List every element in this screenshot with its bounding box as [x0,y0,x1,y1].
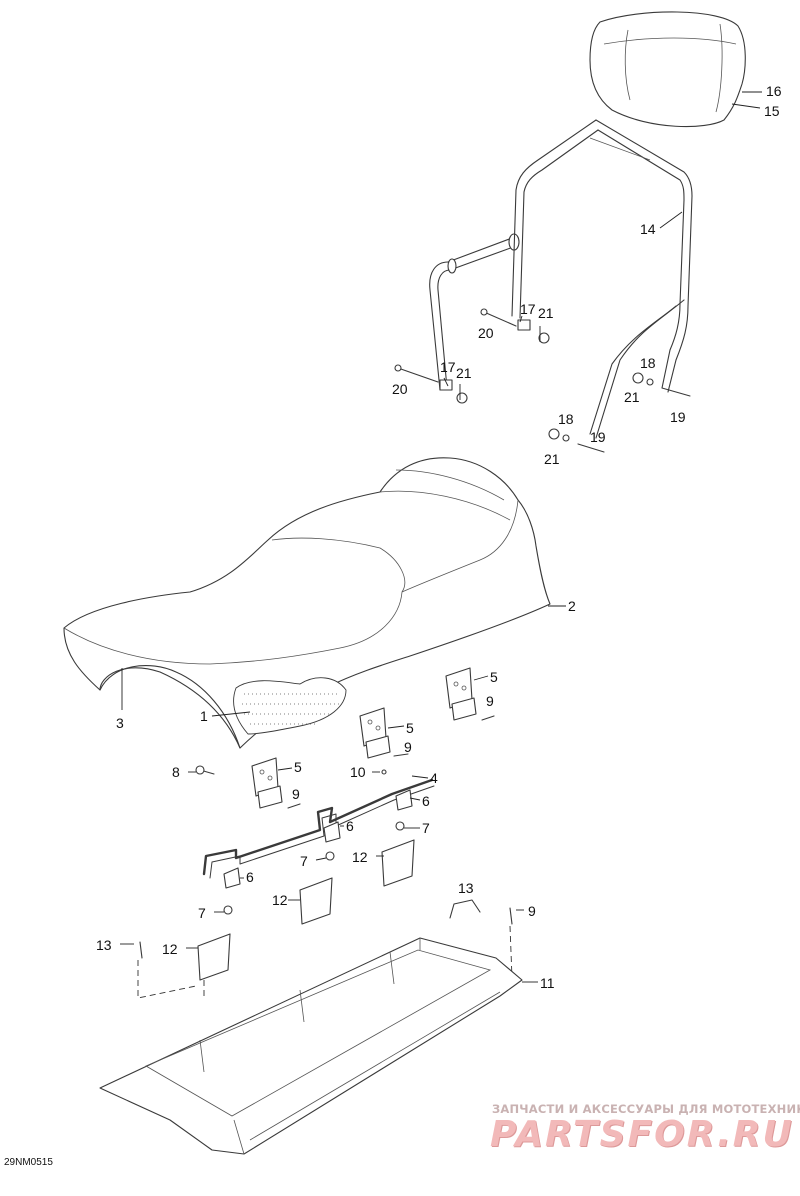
callout-6-mid: 6 [346,818,354,834]
callout-7-mid: 7 [300,853,308,869]
backrest-frame [429,119,693,439]
watermark-brand: PARTSFOR.RU [490,1114,794,1155]
brackets [197,839,415,981]
callout-10: 10 [350,764,366,780]
callout-14: 14 [640,221,656,237]
callout-12-left: 12 [162,941,178,957]
callout-12-mid: 12 [272,892,288,908]
rod-clips [223,789,413,889]
callout-16: 16 [766,83,782,99]
callout-8: 8 [172,764,180,780]
callout-labels: 16 15 14 17 21 20 17 21 20 18 21 19 18 1… [96,83,782,991]
callout-21-lower: 21 [456,365,472,381]
watermark-tagline: ЗАПЧАСТИ И АКСЕССУАРЫ ДЛЯ МОТОТЕХНИКИ [492,1102,800,1116]
callout-5-left: 5 [294,759,302,775]
callout-17-lower: 17 [440,359,456,375]
callout-21-upper: 21 [538,305,554,321]
callout-19-left: 19 [590,429,606,445]
callout-1: 1 [200,708,208,724]
screws [195,715,513,925]
callout-13-left: 13 [96,937,112,953]
latch-rod [202,778,435,879]
frame-hardware [394,308,691,453]
callout-2: 2 [568,598,576,614]
callout-6-right: 6 [422,793,430,809]
hinge-left [251,757,283,809]
callout-7-right: 7 [422,820,430,836]
callout-3: 3 [116,715,124,731]
push-pin [139,941,143,959]
callout-13-right: 13 [458,880,474,896]
callout-5-mid: 5 [406,720,414,736]
callout-15: 15 [764,103,780,119]
callout-12-right: 12 [352,849,368,865]
hinge-mid [359,707,391,759]
leader-lines [120,91,762,983]
callout-11: 11 [540,975,555,991]
callout-9-mid: 9 [404,739,412,755]
callout-20-lower: 20 [392,381,408,397]
seat [63,457,551,749]
storage-tray [99,937,523,1155]
hinges [251,667,477,809]
callout-20-upper: 20 [478,325,494,341]
callout-17-upper: 17 [520,301,536,317]
callout-21-left: 21 [544,451,560,467]
callout-9-bottom: 9 [528,903,536,919]
callout-18-left: 18 [558,411,574,427]
callout-21-right: 21 [624,389,640,405]
callout-4: 4 [430,770,438,786]
backrest-pad [589,11,746,128]
callout-6-left: 6 [246,869,254,885]
callout-7-left: 7 [198,905,206,921]
retaining-clip [449,899,481,919]
callout-5-right: 5 [490,669,498,685]
callout-19-right: 19 [670,409,686,425]
figure-code: 29NM0515 [4,1157,53,1168]
callout-9-left: 9 [292,786,300,802]
hinge-right [445,667,477,721]
callout-9-right: 9 [486,693,494,709]
callout-18-right: 18 [640,355,656,371]
alignment-lines [137,925,513,1000]
